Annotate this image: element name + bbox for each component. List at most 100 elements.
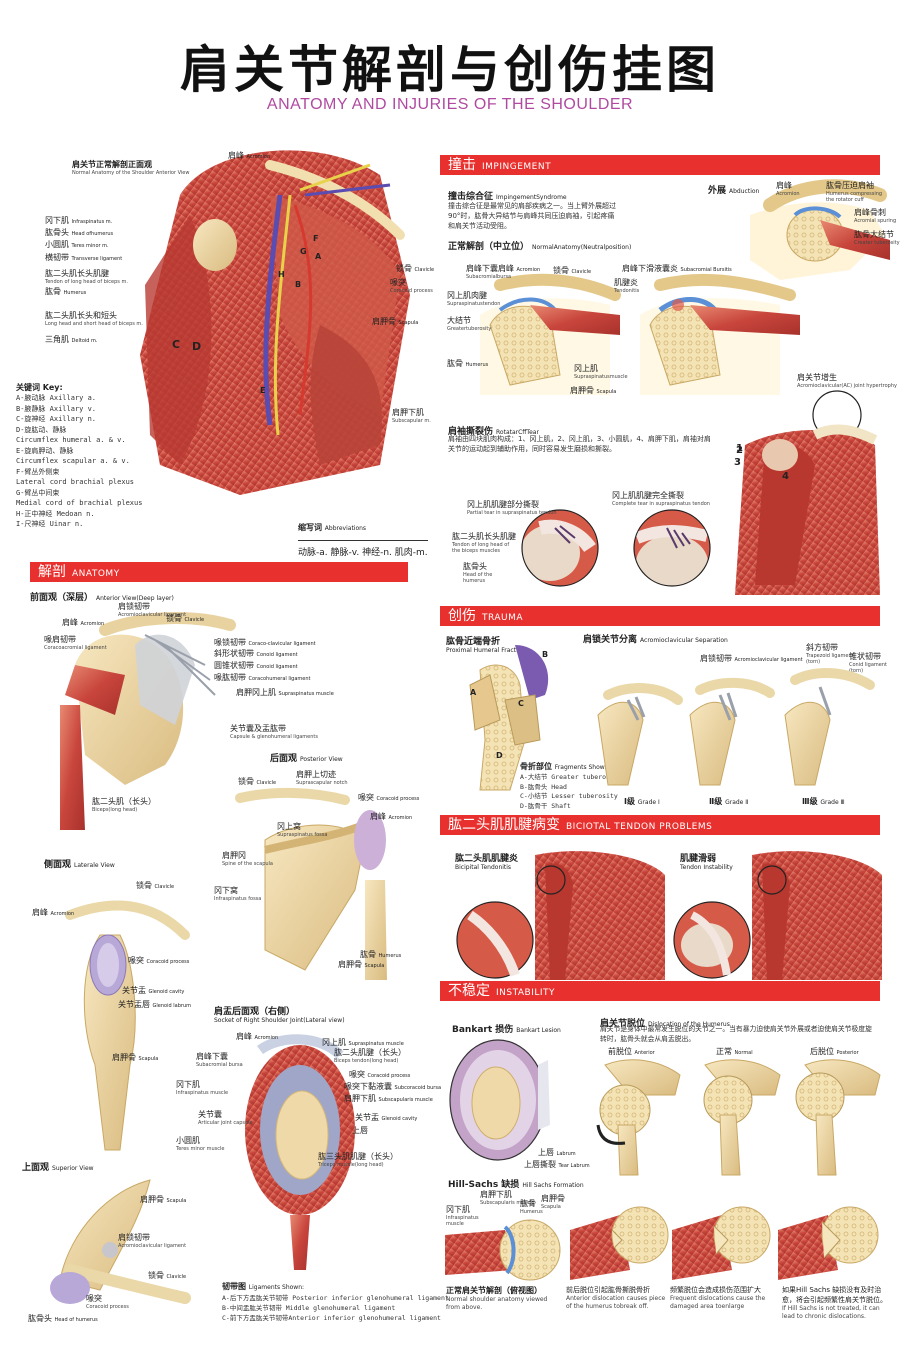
rotator-number-3: 3 bbox=[734, 457, 741, 468]
sup-label: 肱骨头 Head of humerus bbox=[28, 1314, 98, 1323]
hill-sachs-frequent bbox=[672, 1206, 771, 1280]
letter-A: A bbox=[315, 252, 322, 261]
lat-label: 关节盂唇 Glenoid labrum bbox=[118, 1000, 191, 1009]
front-label: 圆锥状韧带 Conoid ligament bbox=[214, 661, 298, 670]
front-label: 喙锁韧带 Coraco-clavicular ligament bbox=[214, 638, 316, 647]
frac-letter-D: D bbox=[496, 751, 503, 760]
label-clavicle: 锁骨 Clavicle bbox=[396, 264, 435, 273]
neutral-label: 肱骨 Humerus bbox=[447, 359, 489, 368]
hill-sachs-anterior bbox=[570, 1206, 669, 1280]
sock-label: 肱三头肌肌腱（长头）Triceps muscle(long head) bbox=[318, 1152, 398, 1168]
bankart-label-tear: 上唇撕裂 Tear Labrum bbox=[524, 1160, 590, 1169]
hill-sachs-chronic bbox=[778, 1206, 879, 1280]
tendon-instability-illustration bbox=[673, 851, 882, 980]
dislocation-anterior-illustration bbox=[596, 1059, 681, 1176]
letter-H: H bbox=[278, 270, 285, 279]
ligaments-shown: 韧带图 Ligaments Shown: A-后下方盂肱关节韧带 Posteri… bbox=[222, 1282, 449, 1322]
lateral-illustration bbox=[65, 900, 190, 1151]
lat-label: 肩峰 Acromion bbox=[32, 908, 75, 917]
ligament-item: C-前下方盂肱关节韧带Anterior inferior glenohumera… bbox=[222, 1314, 441, 1322]
posterior-illustration bbox=[235, 787, 387, 980]
lat-label: 肩胛骨 Scapula bbox=[112, 1053, 159, 1062]
anterior-label: 肱骨头 Head ofhumerus bbox=[45, 228, 114, 237]
partial-tear-illustration bbox=[521, 509, 599, 587]
anterior-label: 小圆肌 Teres minor m. bbox=[45, 240, 109, 249]
key-item: D-旋肱动、静脉 bbox=[16, 425, 67, 434]
rotator-cuff-tear-text: 肩袖由四块肌肉构成：1、冈上肌，2、冈上肌，3、小圆肌，4、肩胛下肌，肩袖对肩关… bbox=[448, 435, 711, 453]
sock-label: 冈上肌 Supraspinatus muscle bbox=[322, 1038, 404, 1047]
letter-F: F bbox=[313, 234, 319, 243]
anterior-left-labels: 冈下肌 Infraspinatus m. 肱骨头 Head ofhumerus … bbox=[45, 216, 165, 346]
rotator-number-2: 2 bbox=[736, 445, 743, 456]
ac-separation-grade2 bbox=[689, 677, 775, 786]
key-title: 关键词 Key: bbox=[16, 383, 63, 392]
key-item: Lateral cord brachial plexus bbox=[16, 478, 135, 486]
neutral-label: 肩胛骨 Scapula bbox=[570, 386, 617, 395]
abbreviations-text: 动脉-a. 静脉-v. 神经-n. 肌肉-m. bbox=[298, 540, 428, 558]
neutral-position-illustration-right bbox=[640, 273, 800, 395]
sep-label: 肩锁韧带 Acromioclavicular ligament bbox=[700, 654, 803, 663]
key-item: A-腋动脉 Axillary a. bbox=[16, 394, 97, 402]
hill-sachs-normal bbox=[445, 1219, 561, 1281]
front-label: 锁骨 Clavicle bbox=[166, 614, 205, 623]
key-item: B-腋静脉 Axillary v. bbox=[16, 404, 97, 413]
sock-label: 肱二头肌腱（长头）Biceps tendon(long head) bbox=[334, 1048, 406, 1064]
key-item: G-臂丛中间束 bbox=[16, 488, 60, 497]
complete-tear-illustration bbox=[633, 509, 711, 587]
label-acromion: 肩峰 Acromion bbox=[228, 151, 271, 160]
hs-caption-normal: 正常肩关节解剖（俯视图）Normal shoulder anatomy view… bbox=[446, 1286, 548, 1311]
key-item: H-正中神经 Medoan n. bbox=[16, 509, 95, 518]
key-item: Circumflex humeral a. & v. bbox=[16, 436, 126, 444]
sock-label: 肩峰 Acromion bbox=[236, 1032, 279, 1041]
key-item: F-臂丛外侧束 bbox=[16, 467, 60, 476]
ac-separation-grade1 bbox=[597, 683, 683, 786]
fragment-item: A-大结节 Greater tuberosity bbox=[520, 773, 622, 781]
position-normal: 正常 Normal bbox=[716, 1047, 753, 1056]
neutral-label: 锁骨 Clavicle bbox=[553, 266, 592, 275]
lat-label: 关节盂 Glenoid cavity bbox=[122, 986, 185, 995]
frac-letter-B: B bbox=[542, 650, 549, 659]
dislocation-text: 肩关节是身体中最常发生脱位的关节之一。当有暴力迫使肩关节外展或者迫使肩关节极度旋… bbox=[600, 1025, 872, 1043]
key-item: E-旋肩胛动、静脉 bbox=[16, 446, 74, 455]
sock-label: 关节盂 Glenoid cavity bbox=[355, 1113, 418, 1122]
superior-illustration bbox=[50, 1179, 191, 1304]
rotator-number-4: 4 bbox=[782, 471, 789, 482]
key-item: Circumflex scapular a. & v. bbox=[16, 457, 130, 465]
post-label: 喙突 Coracoid process bbox=[358, 793, 420, 802]
socket-title: 肩盂后面观（右侧）Socket of Right Shoulder Joint(… bbox=[214, 1007, 345, 1024]
neutral-label: 肩峰下滑液囊炎 Subacromial Bursitis bbox=[622, 264, 732, 273]
post-label: 肩胛骨 Scapula bbox=[338, 960, 385, 969]
ligament-item: A-后下方盂肱关节韧带 Posterior inferior glenohume… bbox=[222, 1294, 449, 1302]
letter-C: C bbox=[172, 338, 181, 351]
letter-E: E bbox=[260, 386, 266, 395]
ac-separation-grade3 bbox=[784, 668, 875, 786]
hs-caption-chronic: 如果Hill Sachs 缺损没有及时治愈，将会引起频繁性肩关节脱位。If Hi… bbox=[782, 1286, 887, 1320]
